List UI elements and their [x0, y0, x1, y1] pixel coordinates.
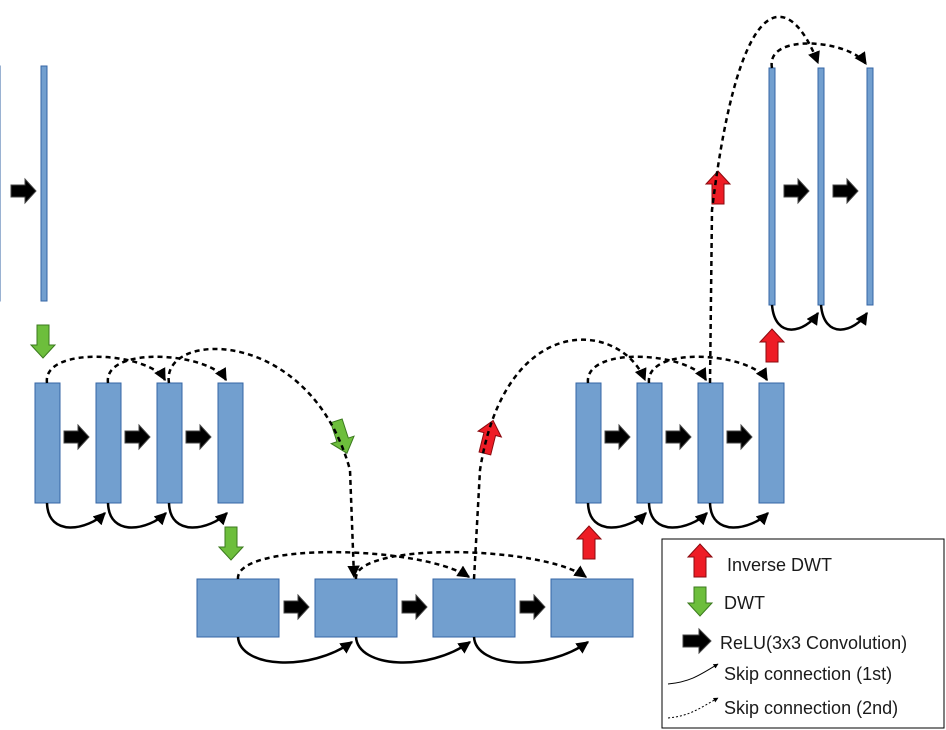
skip-2nd-curve [106, 355, 228, 384]
conv-arrow-icon [185, 423, 212, 451]
legend-dwt: DWT [724, 593, 765, 613]
conv-arrow-icon [665, 423, 692, 451]
conv-arrow-icon [283, 593, 310, 621]
skip-1st-curve [354, 636, 472, 664]
skip-1st-curve [167, 502, 228, 529]
block-r2-a [575, 382, 602, 504]
skip-1st-curve [472, 636, 590, 664]
conv-arrow-icon [832, 177, 859, 205]
block-r1-a [768, 67, 776, 306]
skip-2nd-curve [586, 355, 708, 384]
skip-2nd-curve [354, 550, 588, 580]
black-right-arrow-icon [682, 627, 712, 655]
skip-1st-curve [708, 502, 769, 529]
skip-2nd-curve [647, 355, 769, 384]
conv-arrow-icon [726, 423, 753, 451]
block-l3-c [432, 578, 516, 638]
idwt-arrows [476, 170, 786, 560]
block-r2-b [636, 382, 663, 504]
block-r2-c [697, 382, 724, 504]
block-l2-d [217, 382, 244, 504]
conv-arrow-icon [63, 423, 90, 451]
dashed-skip-line-icon [667, 697, 719, 719]
idwt-arrow-icon [704, 170, 732, 205]
skip-1st-curve [647, 502, 708, 529]
skip-2nd-curve [770, 42, 868, 69]
skip-1st-curve [45, 502, 106, 529]
skip-1st-curve [819, 304, 869, 331]
green-down-arrow-icon [686, 586, 714, 617]
skip-1st-curve [770, 304, 820, 331]
idwt-arrow-icon [575, 525, 603, 560]
skip-2nd-curve [167, 347, 360, 579]
block-l3-d [550, 578, 634, 638]
legend-box [661, 538, 945, 729]
conv-arrow-icon [401, 593, 428, 621]
red-up-arrow-icon [686, 543, 714, 578]
legend-inverse-dwt: Inverse DWT [727, 555, 832, 575]
conv-arrow-icon [124, 423, 151, 451]
legend-skip-2nd: Skip connection (2nd) [724, 698, 898, 718]
skip-1st-curve [236, 636, 354, 664]
idwt-arrow-icon [476, 419, 503, 456]
block-l2-c [156, 382, 183, 504]
skip-1st-curve [106, 502, 167, 529]
legend: Inverse DWT DWT ReLU(3x3 Convolution) Sk… [661, 538, 945, 729]
block-r1-b [817, 67, 825, 306]
legend-relu-conv: ReLU(3x3 Convolution) [720, 633, 907, 653]
skip-connections-2nd [45, 15, 868, 580]
block-l3-a [196, 578, 280, 638]
block-l3-b [314, 578, 398, 638]
block-l1-b [40, 65, 48, 302]
skip-2nd-curve [45, 355, 167, 384]
block-r1-c [866, 67, 874, 306]
skip-1st-curve [586, 502, 647, 529]
conv-arrow-icon [604, 423, 631, 451]
conv-arrow-icon [783, 177, 810, 205]
conv-arrows [10, 177, 859, 621]
conv-arrow-icon [519, 593, 546, 621]
skip-connections-1st [45, 304, 869, 664]
skip-2nd-curve [708, 15, 820, 384]
legend-skip-1st: Skip connection (1st) [724, 664, 892, 684]
idwt-arrow-icon [758, 328, 786, 363]
skip-2nd-curve [236, 550, 471, 580]
conv-arrow-icon [10, 177, 37, 205]
dwt-arrow-icon [29, 324, 57, 359]
block-l2-b [95, 382, 122, 504]
dwt-arrow-icon [330, 418, 355, 454]
dwt-arrows [29, 324, 355, 561]
block-r2-d [758, 382, 785, 504]
block-l2-a [34, 382, 61, 504]
skip-2nd-curve [472, 338, 647, 580]
dwt-arrow-icon [217, 526, 245, 561]
solid-skip-line-icon [667, 663, 719, 685]
